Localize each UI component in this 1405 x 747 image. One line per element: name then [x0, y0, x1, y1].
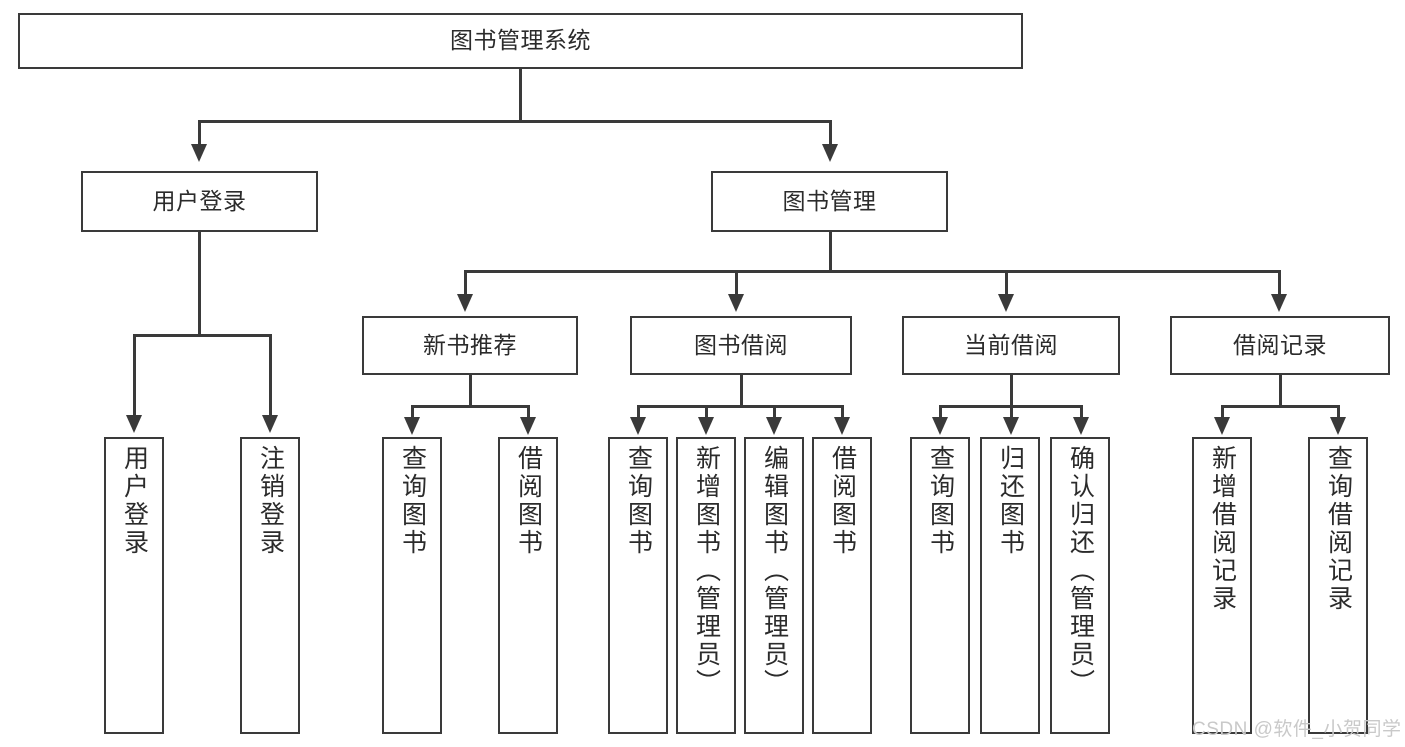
arrow-to-leaf-borrow-book-1 [520, 417, 536, 435]
connector-user-login-drop-1 [133, 334, 136, 417]
node-current-borrow[interactable]: 当前借阅 [902, 316, 1120, 375]
node-label: 用户登录 [120, 445, 149, 557]
leaf-borrow-book[interactable]: 借阅图书 [812, 437, 872, 734]
node-label: 新增图书（管理员） [692, 445, 721, 697]
leaf-add-borrow-record[interactable]: 新增借阅记录 [1192, 437, 1252, 734]
leaf-query-book-borrow[interactable]: 查询图书 [608, 437, 668, 734]
node-label: 注销登录 [256, 445, 285, 557]
connector-book-manage-drop-3 [1005, 270, 1008, 296]
watermark-text: CSDN @软件_小贺同学 [1192, 719, 1402, 740]
node-label: 借阅图书 [514, 445, 543, 557]
connector-borrow-record-drop-2 [1337, 405, 1340, 419]
node-label: 用户登录 [152, 187, 247, 214]
connector-root-stem [519, 69, 522, 121]
leaf-add-book-admin[interactable]: 新增图书（管理员） [676, 437, 736, 734]
connector-book-borrow-drop-3 [773, 405, 776, 419]
node-label: 当前借阅 [964, 331, 1058, 358]
leaf-confirm-return-admin[interactable]: 确认归还（管理员） [1050, 437, 1110, 734]
connector-book-manage-stem [829, 232, 832, 272]
leaf-edit-book-admin[interactable]: 编辑图书（管理员） [744, 437, 804, 734]
connector-root-drop-right [829, 120, 832, 146]
connector-book-manage-drop-2 [735, 270, 738, 296]
node-borrow-record[interactable]: 借阅记录 [1170, 316, 1390, 375]
leaf-user-login[interactable]: 用户登录 [104, 437, 164, 734]
connector-root-drop-left [198, 120, 201, 146]
node-label: 查询图书 [398, 445, 427, 557]
connector-current-borrow-drop-1 [939, 405, 942, 419]
node-label: 新增借阅记录 [1208, 445, 1237, 613]
arrow-to-leaf-edit-book [766, 417, 782, 435]
connector-new-book-drop-1 [411, 405, 414, 419]
connector-new-book-drop-2 [527, 405, 530, 419]
connector-current-borrow-drop-3 [1080, 405, 1083, 419]
leaf-query-borrow-record[interactable]: 查询借阅记录 [1308, 437, 1368, 734]
arrow-to-borrow-record [1271, 294, 1287, 312]
arrow-to-new-book-recommend [457, 294, 473, 312]
connector-root-bus [198, 120, 831, 123]
node-book-borrow[interactable]: 图书借阅 [630, 316, 852, 375]
arrow-to-leaf-confirm-return [1073, 417, 1089, 435]
arrow-to-leaf-query-book-3 [932, 417, 948, 435]
node-label: 查询图书 [926, 445, 955, 557]
connector-user-login-drop-2 [269, 334, 272, 417]
arrow-to-book-manage [822, 144, 838, 162]
node-label: 查询图书 [624, 445, 653, 557]
leaf-query-book-recommend[interactable]: 查询图书 [382, 437, 442, 734]
arrow-to-leaf-add-record [1214, 417, 1230, 435]
connector-user-login-bus [133, 334, 271, 337]
node-new-book-recommend[interactable]: 新书推荐 [362, 316, 578, 375]
arrow-to-user-login [191, 144, 207, 162]
arrow-to-leaf-query-record [1330, 417, 1346, 435]
leaf-logout[interactable]: 注销登录 [240, 437, 300, 734]
connector-book-manage-drop-1 [464, 270, 467, 296]
connector-book-borrow-stem [740, 375, 743, 407]
node-label: 图书管理 [782, 187, 877, 214]
connector-borrow-record-bus [1221, 405, 1339, 408]
arrow-to-leaf-borrow-book-2 [834, 417, 850, 435]
arrow-to-book-borrow [728, 294, 744, 312]
connector-new-book-bus [411, 405, 529, 408]
arrow-to-leaf-query-book-2 [630, 417, 646, 435]
leaf-return-book[interactable]: 归还图书 [980, 437, 1040, 734]
arrow-to-leaf-query-book-1 [404, 417, 420, 435]
arrow-to-current-borrow [998, 294, 1014, 312]
connector-book-manage-drop-4 [1278, 270, 1281, 296]
node-label: 借阅图书 [828, 445, 857, 557]
node-label: 编辑图书（管理员） [760, 445, 789, 697]
connector-book-borrow-drop-1 [637, 405, 640, 419]
connector-book-manage-bus [464, 270, 1281, 273]
connector-book-borrow-drop-4 [841, 405, 844, 419]
arrow-to-leaf-logout [262, 415, 278, 433]
node-label: 图书管理系统 [450, 27, 591, 54]
connector-user-login-stem [198, 232, 201, 336]
connector-current-borrow-drop-2 [1010, 405, 1013, 419]
node-book-manage[interactable]: 图书管理 [711, 171, 948, 232]
leaf-borrow-book-recommend[interactable]: 借阅图书 [498, 437, 558, 734]
arrow-to-leaf-add-book [698, 417, 714, 435]
arrow-to-leaf-return-book [1003, 417, 1019, 435]
node-label: 新书推荐 [423, 331, 517, 358]
connector-borrow-record-drop-1 [1221, 405, 1224, 419]
connector-borrow-record-stem [1279, 375, 1282, 407]
connector-new-book-stem [469, 375, 472, 407]
node-label: 归还图书 [996, 445, 1025, 557]
connector-book-borrow-bus [637, 405, 842, 408]
arrow-to-leaf-user-login [126, 415, 142, 433]
node-label: 确认归还（管理员） [1066, 445, 1095, 697]
connector-current-borrow-stem [1010, 375, 1013, 407]
node-label: 查询借阅记录 [1324, 445, 1353, 613]
node-root-system[interactable]: 图书管理系统 [18, 13, 1023, 69]
node-user-login[interactable]: 用户登录 [81, 171, 318, 232]
leaf-query-book-current[interactable]: 查询图书 [910, 437, 970, 734]
node-label: 借阅记录 [1233, 331, 1327, 358]
connector-book-borrow-drop-2 [705, 405, 708, 419]
node-label: 图书借阅 [694, 331, 788, 358]
